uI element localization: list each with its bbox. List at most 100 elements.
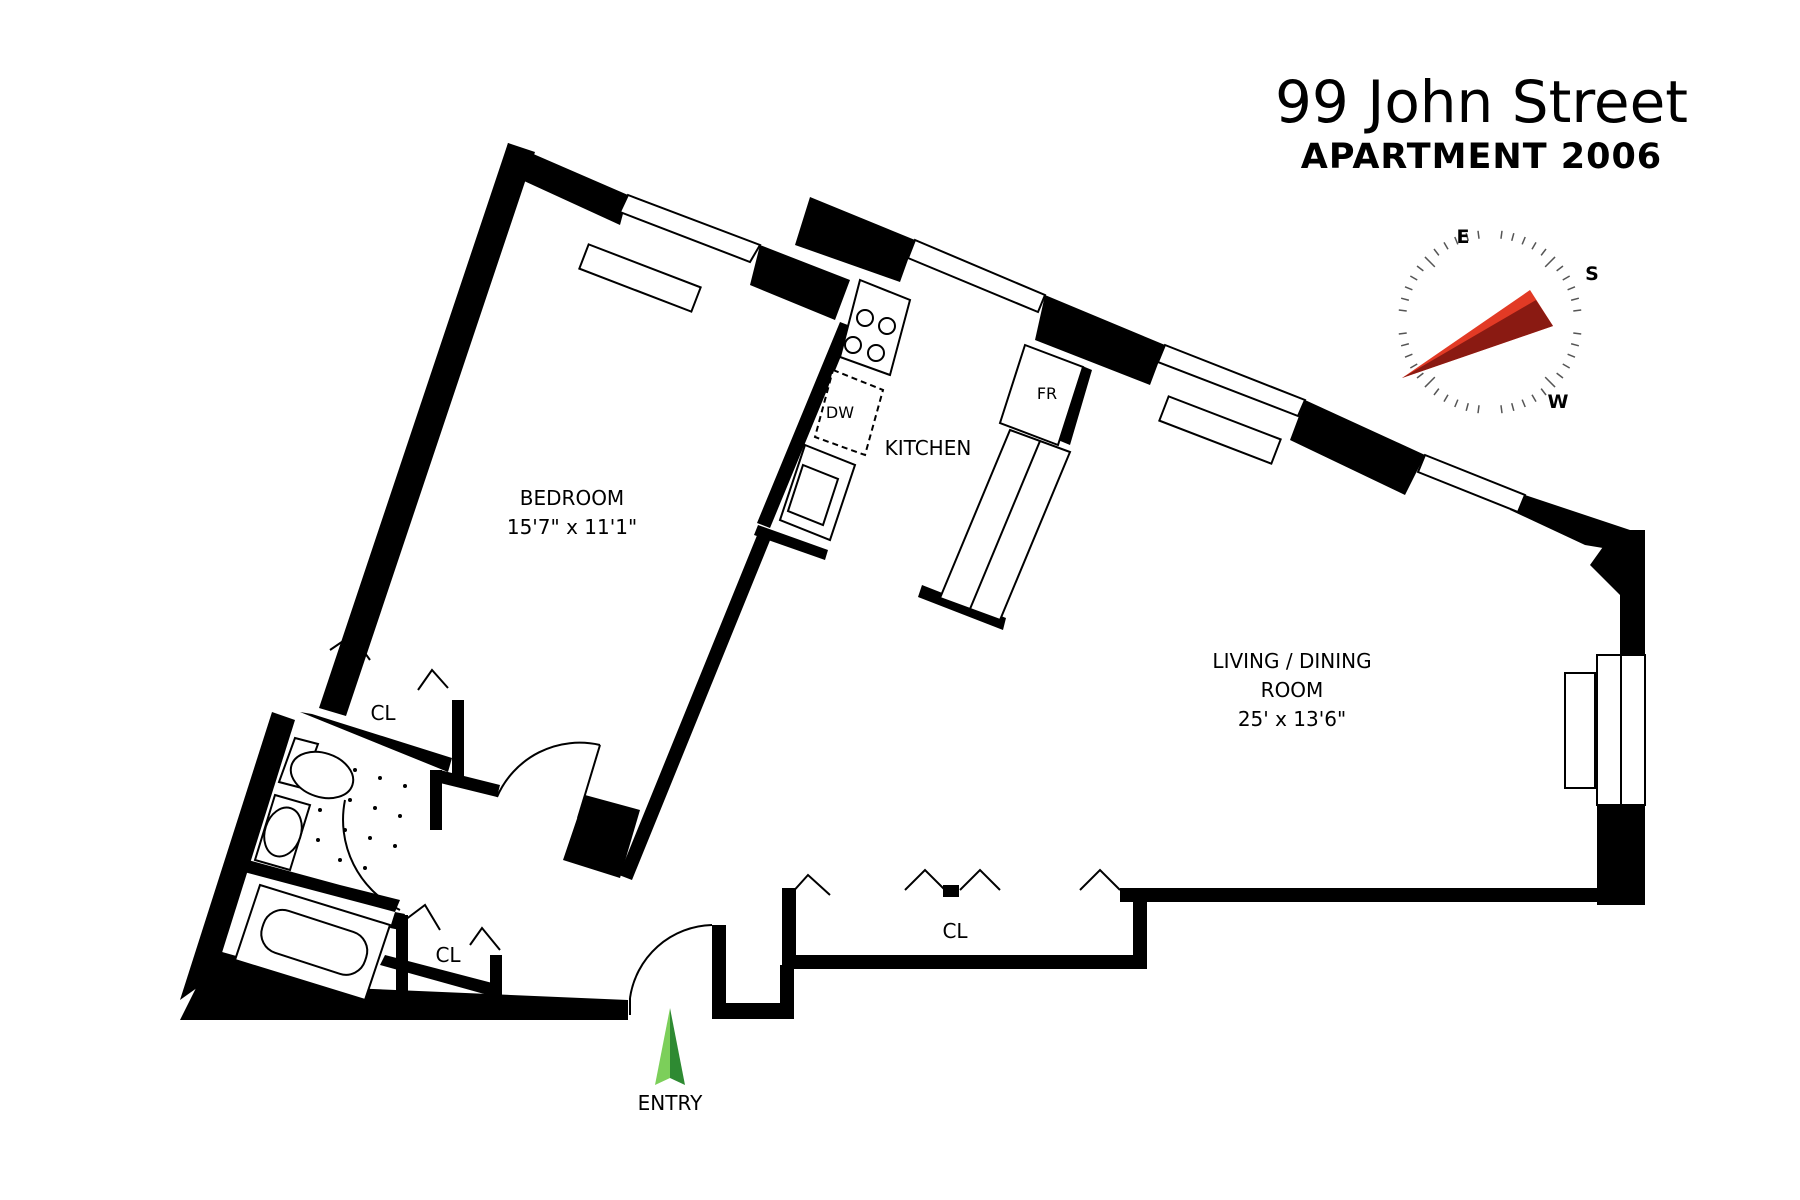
wall-bottom-left-wedge	[180, 950, 628, 1020]
compass-tick	[1424, 256, 1436, 268]
compass-tick	[1521, 236, 1526, 245]
compass-tick	[1454, 399, 1459, 408]
compass-tick	[1400, 343, 1410, 347]
compass-tick	[1540, 388, 1547, 396]
wall-bedroom-closet-top	[300, 712, 452, 772]
closet-living-door-2	[904, 868, 946, 891]
plan-unit: APARTMENT 2006	[1300, 137, 1663, 177]
compass-tick	[1531, 394, 1537, 403]
bedroom-door-leaf	[577, 744, 601, 819]
windows	[578, 193, 1646, 806]
compass-tick	[1404, 353, 1413, 358]
wall-bedroom-divider	[757, 322, 853, 528]
wall-entry-right-vert	[712, 925, 726, 1015]
compass-tick	[1433, 388, 1440, 396]
bath-sink-bowl	[263, 806, 303, 858]
compass-tick	[1409, 363, 1418, 369]
room-labels: BEDROOM 15'7" x 11'1" KITCHEN LIVING / D…	[370, 384, 1371, 967]
bedroom-name: BEDROOM	[520, 486, 624, 510]
compass-tick	[1416, 265, 1424, 272]
wall-left-lower	[180, 712, 295, 1000]
wall-bath-hall	[244, 860, 400, 912]
closet-living-label: CL	[942, 919, 968, 943]
closet-bedroom-door-1	[329, 633, 371, 661]
wall-hall-closet-right	[490, 955, 502, 1000]
compass-tick	[1424, 376, 1436, 388]
compass-tick	[1433, 248, 1440, 256]
entry-door-swing	[629, 924, 713, 999]
wall-bath-mid	[396, 915, 408, 1000]
wall-top-bedroom-2	[750, 245, 850, 320]
plan-address: 99 John Street	[1274, 68, 1688, 136]
compass-tick	[1465, 232, 1469, 242]
compass-rose: E S W	[1398, 226, 1599, 414]
entry-arrow-icon-shade	[670, 1008, 685, 1085]
compass-tick	[1398, 309, 1407, 312]
doors	[329, 633, 1121, 1015]
compass-tick	[1404, 286, 1413, 291]
bedroom-radiator	[578, 243, 702, 313]
living-name-line2: ROOM	[1261, 678, 1324, 702]
compass-west-label: W	[1548, 391, 1569, 413]
compass-tick	[1477, 230, 1480, 239]
bedroom-size: 15'7" x 11'1"	[507, 515, 637, 539]
bath-door-swing	[342, 799, 401, 911]
entry-label: ENTRY	[638, 1091, 703, 1115]
compass-tick	[1521, 399, 1526, 408]
compass-tick	[1511, 232, 1515, 242]
compass-tick	[1540, 248, 1547, 256]
wall-fridge-right	[1058, 365, 1092, 445]
bathtub-inner	[260, 908, 369, 976]
compass-tick	[1511, 402, 1515, 412]
fridge-label: FR	[1037, 384, 1057, 403]
wall-living-top-2	[1290, 400, 1425, 495]
wall-living-top-1	[1035, 295, 1165, 385]
kitchen-name: KITCHEN	[885, 436, 972, 460]
burner-2	[878, 317, 896, 335]
interior-walls	[244, 322, 1092, 1000]
burner-1	[856, 309, 874, 327]
compass-tick	[1573, 332, 1582, 335]
entry-arrow-icon	[655, 1008, 670, 1085]
wall-kitchen-top	[795, 197, 915, 282]
compass-needle-icon	[1402, 290, 1553, 378]
closet-living-door-1	[789, 873, 831, 896]
bathroom-fixtures	[233, 736, 392, 1002]
window-bedroom	[618, 193, 762, 264]
compass-tick	[1567, 353, 1576, 358]
compass-tick	[1562, 363, 1571, 369]
wall-hall-closet-bottom	[380, 955, 500, 997]
wall-entry-right-vert-2	[780, 965, 794, 1019]
burner-3	[844, 336, 862, 354]
compass-tick	[1570, 297, 1580, 301]
wall-left	[319, 143, 535, 716]
window-living-2	[1416, 453, 1527, 514]
kitchen-fixtures	[778, 278, 1085, 622]
wall-right-upper	[1590, 530, 1645, 655]
compass-tick	[1409, 275, 1418, 281]
dishwasher	[813, 368, 885, 457]
kitchen-island-edge	[969, 440, 1041, 610]
compass-tick	[1570, 343, 1580, 347]
compass-tick	[1544, 376, 1556, 388]
closet-bedroom-label: CL	[370, 701, 396, 725]
closet-hall-door-1	[404, 903, 441, 931]
compass-tick	[1556, 265, 1564, 272]
bedroom-door-swing	[496, 741, 601, 798]
burner-4	[867, 344, 885, 362]
compass-tick	[1573, 309, 1582, 312]
closet-living-door-3	[959, 868, 1001, 891]
wall-right-lower	[1597, 805, 1645, 905]
living-size: 25' x 13'6"	[1238, 707, 1346, 731]
living-radiator-1	[1158, 395, 1282, 465]
compass-tick	[1400, 297, 1410, 301]
wall-closet-right	[1133, 888, 1147, 968]
wall-bedroom-closet-right	[452, 700, 464, 780]
compass-south-label: S	[1585, 263, 1599, 285]
fridge	[998, 343, 1085, 447]
compass-tick	[1443, 241, 1449, 250]
entry-marker: ENTRY	[638, 1008, 703, 1115]
window-kitchen	[906, 238, 1047, 314]
compass-tick	[1567, 286, 1576, 291]
